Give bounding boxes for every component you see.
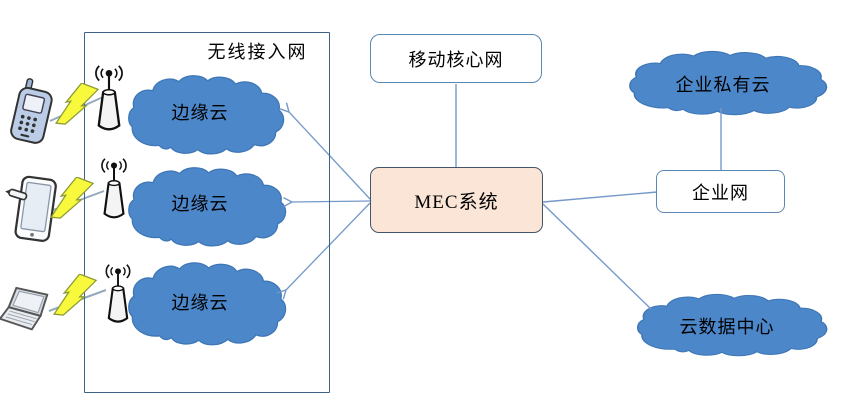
enterprise-network-label: 企业网 [692, 182, 749, 203]
mobile-phone-icon [10, 78, 53, 144]
edge-cloud-1-label: 边缘云 [171, 103, 229, 123]
mobile-core-network-label: 移动核心网 [408, 49, 504, 70]
ran-boundary-box [84, 32, 330, 393]
link-mec-to-datacenter [542, 203, 652, 310]
enterprise-network-box: 企业网 [656, 170, 785, 213]
edge-cloud-3-label: 边缘云 [171, 293, 229, 313]
antenna-icon [105, 264, 131, 323]
mobile-core-network-box: 移动核心网 [370, 34, 542, 83]
lightning-bolt-icon [50, 177, 95, 219]
mec-system-label: MEC系统 [414, 191, 499, 213]
laptop-icon [0, 286, 49, 331]
enterprise-private-cloud-shape [629, 50, 828, 116]
edge-cloud-2-shape [128, 167, 287, 247]
link-mec-to-enterprise-network [542, 191, 658, 203]
mec-system-box: MEC系统 [370, 167, 543, 233]
edge-cloud-3-shape [128, 262, 287, 346]
antenna-icon [95, 65, 123, 131]
cloud-datacenter-label: 云数据中心 [679, 317, 775, 337]
lightning-bolt-icon [53, 274, 98, 316]
lightning-bolt-icon [55, 83, 100, 125]
antenna-icon [101, 158, 127, 219]
edge-cloud-2-label: 边缘云 [171, 194, 229, 214]
cloud-datacenter-shape [637, 293, 828, 357]
link-mec-to-edge-cloud-3 [276, 202, 371, 300]
ran-label: 无线接入网 [207, 42, 308, 62]
stylus-icon [5, 188, 28, 201]
enterprise-private-cloud-label: 企业私有云 [675, 75, 771, 95]
edge-cloud-1-shape [128, 75, 285, 155]
link-mec-to-edge-cloud-2 [283, 196, 371, 208]
tablet-icon [5, 175, 57, 242]
